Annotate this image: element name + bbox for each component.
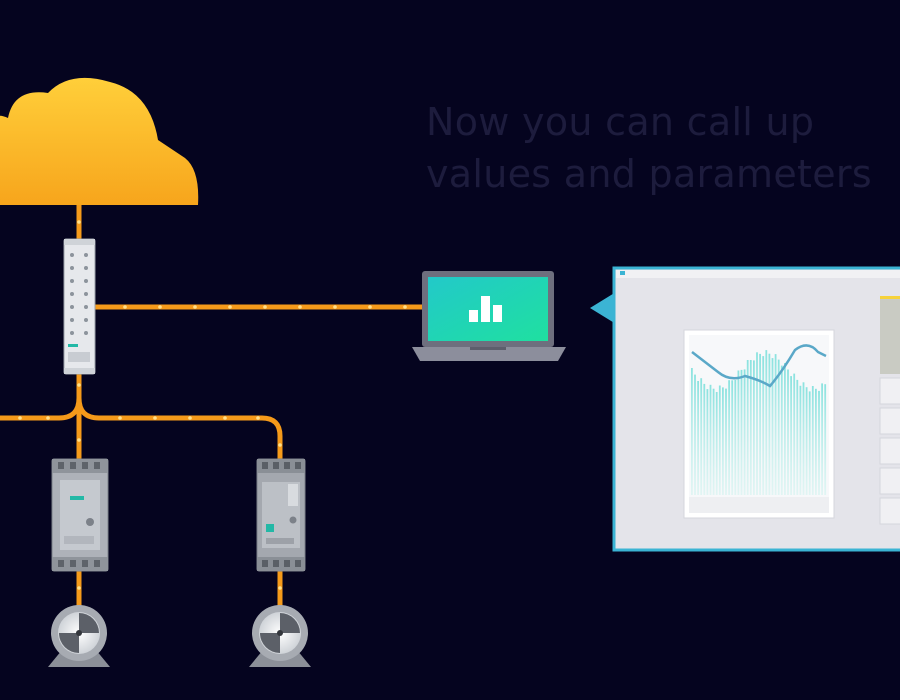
chart-bar [740, 369, 743, 495]
chart-bar [790, 376, 792, 495]
chart-bar [728, 380, 730, 495]
chart-bar [799, 385, 802, 495]
chart-bar [749, 360, 752, 495]
chart-bar [722, 387, 724, 495]
headline-line-1: Now you can call up [426, 100, 815, 144]
chart-bar [811, 386, 814, 495]
chart-bar [753, 360, 755, 495]
headline-line-2: values and parameters [426, 152, 872, 196]
laptop-icon [412, 271, 566, 361]
callout-pointer [590, 292, 616, 324]
chart-bar [796, 379, 799, 495]
chart-bar [694, 374, 696, 495]
chart-bar [821, 383, 823, 495]
chart-bar [709, 384, 712, 495]
chart-bar [706, 389, 709, 495]
chart-bar [824, 384, 827, 495]
chart-bar [818, 390, 820, 495]
chart-bar [756, 352, 758, 495]
chart-bar [697, 381, 699, 495]
chart-bar [737, 370, 740, 495]
motor-icon [249, 605, 311, 667]
chart-bar [691, 368, 693, 495]
chart-bar [712, 388, 715, 495]
chart-area [691, 350, 827, 495]
chart-bar [777, 359, 780, 495]
cable-left-branch [0, 395, 82, 421]
chart-bar [734, 380, 737, 495]
chart-bar [802, 382, 805, 495]
chart-bar [746, 360, 749, 495]
chart-bar [780, 365, 783, 495]
motor-starter-icon [51, 458, 109, 572]
chart-bar [725, 388, 727, 495]
chart-bar [771, 358, 774, 495]
headline: Now you can call up values and parameter… [426, 96, 896, 200]
chart-bar [703, 383, 706, 495]
chart-bar [762, 356, 765, 495]
network-switch-icon [63, 238, 96, 375]
chart-bar [743, 369, 746, 495]
chart-bar [793, 373, 796, 495]
chart-bar [787, 369, 789, 495]
frequency-converter-icon [256, 458, 306, 572]
chart-bar [808, 391, 811, 495]
chart-bar [774, 354, 777, 495]
chart-bar [718, 385, 721, 495]
parameter-window-icon [612, 266, 900, 552]
motor-icon [48, 605, 110, 667]
chart-bar [731, 380, 734, 495]
chart-bar [765, 350, 768, 495]
chart-bar [715, 392, 718, 495]
chart-bar [784, 363, 786, 495]
cable-dots [18, 220, 407, 590]
chart-bar [700, 378, 703, 495]
cable-right-branch [76, 395, 283, 463]
chart-bar [805, 387, 808, 495]
chart-trend-line [691, 344, 827, 388]
chart-bar [815, 388, 817, 495]
chart-bar [768, 353, 771, 495]
bar-chart-icon [469, 296, 502, 322]
chart-bar [759, 353, 761, 495]
cloud-icon [0, 77, 199, 205]
